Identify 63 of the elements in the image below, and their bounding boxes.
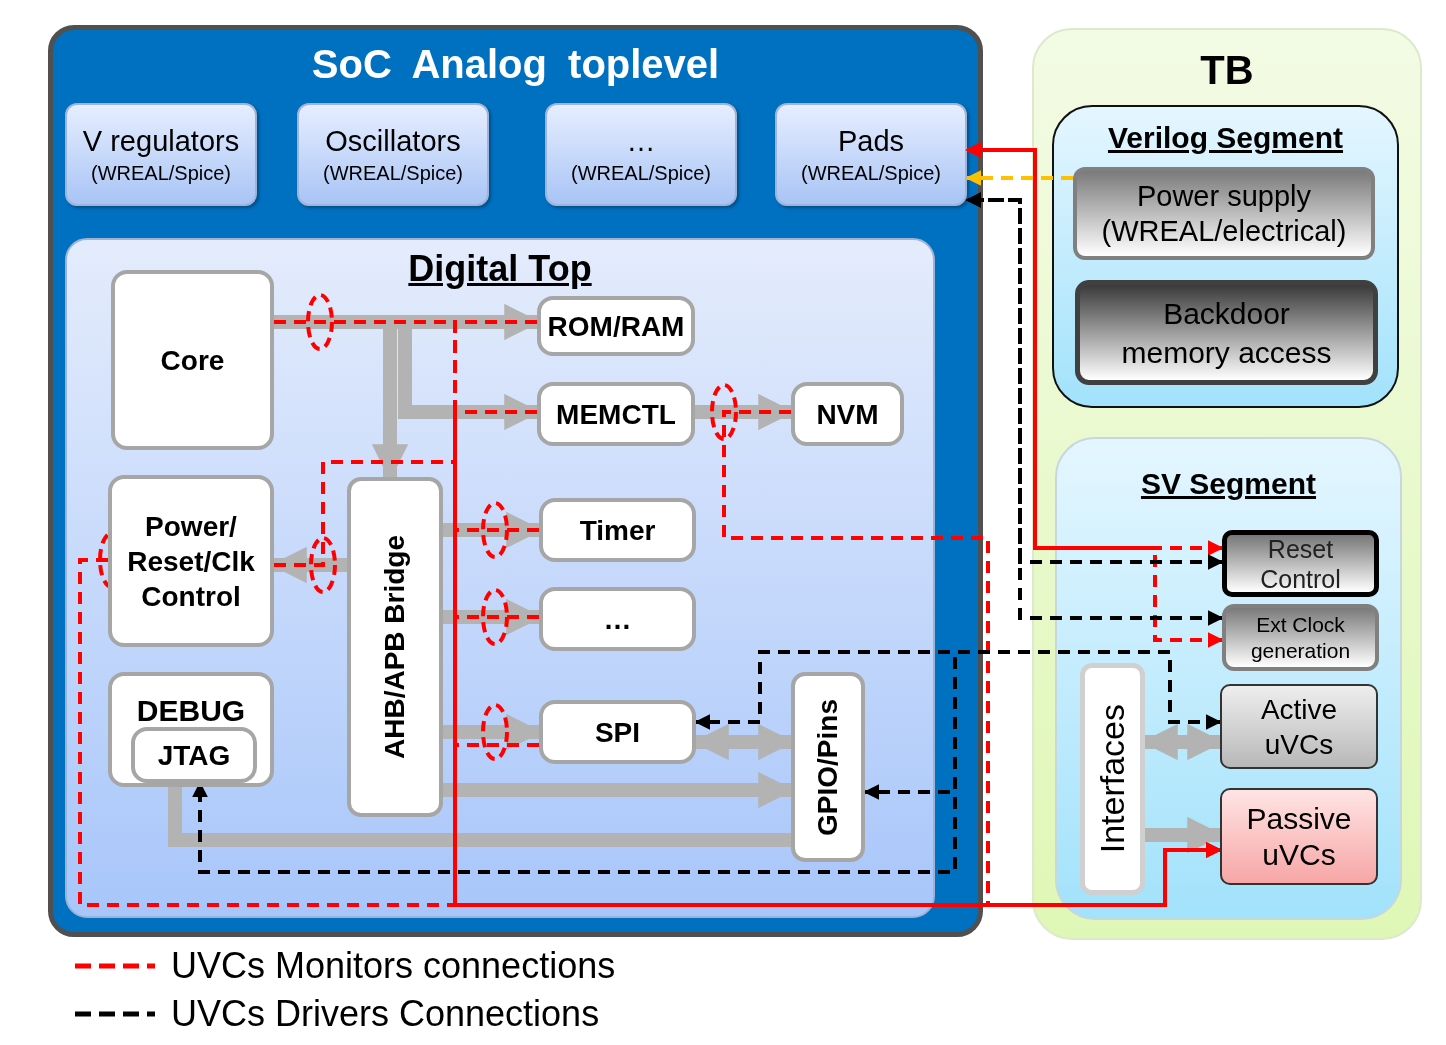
- panel-title: Verilog Segment: [1107, 121, 1344, 155]
- analog-block: [545, 103, 737, 206]
- block-label: Reset Control: [1259, 533, 1342, 594]
- interface-block: [1080, 663, 1145, 895]
- block-label: Passive uVCs: [1245, 800, 1353, 873]
- block-subtitle: (WREAL/Spice): [91, 161, 231, 185]
- block-label: Core: [160, 343, 225, 378]
- block-label: V regulators: [82, 124, 240, 158]
- block-box: [791, 382, 904, 446]
- tb-block: [1222, 530, 1379, 597]
- block-label: …: [603, 602, 632, 637]
- block-label: SPI: [594, 715, 641, 750]
- panel-title: SV Segment: [1140, 467, 1317, 501]
- block-label: NVM: [816, 397, 879, 432]
- analog-block: [775, 103, 967, 206]
- block-label: Interfaces: [1093, 704, 1132, 854]
- block-label: GPIO/Pins: [811, 698, 845, 836]
- block-box: [108, 475, 274, 647]
- block-box: [537, 382, 695, 446]
- digital-panel: [65, 238, 935, 918]
- block-label: JTAG: [157, 738, 231, 773]
- bus-block: [791, 672, 865, 862]
- debug-block: [108, 672, 274, 787]
- block-subtitle: (WREAL/Spice): [571, 161, 711, 185]
- chip-panel: [48, 25, 983, 937]
- block-label: AHB/APB Bridge: [378, 535, 412, 759]
- analog-block: [65, 103, 257, 206]
- block-box: [131, 727, 257, 783]
- block-label: DEBUG: [136, 694, 246, 728]
- block-label: MEMCTL: [556, 397, 676, 432]
- segment-panel: [1055, 437, 1402, 920]
- block-box: [537, 296, 695, 356]
- dashed-connector: [965, 170, 1073, 186]
- block-box: [539, 700, 696, 764]
- block-box: [111, 270, 274, 450]
- block-label: Timer: [579, 513, 656, 548]
- block-label: Power supply (WREAL/electrical): [1100, 178, 1348, 249]
- block-label: Active uVCs: [1259, 692, 1339, 762]
- block-label: Power/ Reset/Clk Control: [126, 509, 256, 614]
- block-label: Pads: [837, 124, 905, 158]
- panel-title: Digital Top: [408, 248, 592, 290]
- block-label: ROM/RAM: [547, 309, 685, 344]
- tb-block: [1073, 167, 1375, 260]
- block-label: …: [626, 124, 656, 158]
- segment-panel: [1052, 105, 1399, 408]
- tb-block: [1222, 604, 1379, 671]
- block-subtitle: (WREAL/Spice): [323, 161, 463, 185]
- block-box: [539, 587, 696, 651]
- uvc-block: [1220, 788, 1378, 885]
- legend-label: UVCs Drivers Connections: [171, 993, 600, 1035]
- block-box: [539, 498, 696, 562]
- analog-block: [297, 103, 489, 206]
- block-label: Oscillators: [325, 124, 461, 158]
- legend-label: UVCs Monitors connections: [171, 945, 616, 987]
- block-subtitle: (WREAL/Spice): [801, 161, 941, 185]
- bus-block: [347, 477, 443, 817]
- testbench-panel: [1032, 28, 1422, 940]
- block-label: Ext Clock generation: [1249, 612, 1352, 663]
- uvc-block: [1220, 684, 1378, 769]
- panel-title: TB: [1200, 48, 1254, 93]
- tb-block: [1075, 280, 1378, 385]
- block-label: Backdoor memory access: [1120, 295, 1333, 371]
- panel-title: SoC Analog toplevel: [311, 42, 720, 87]
